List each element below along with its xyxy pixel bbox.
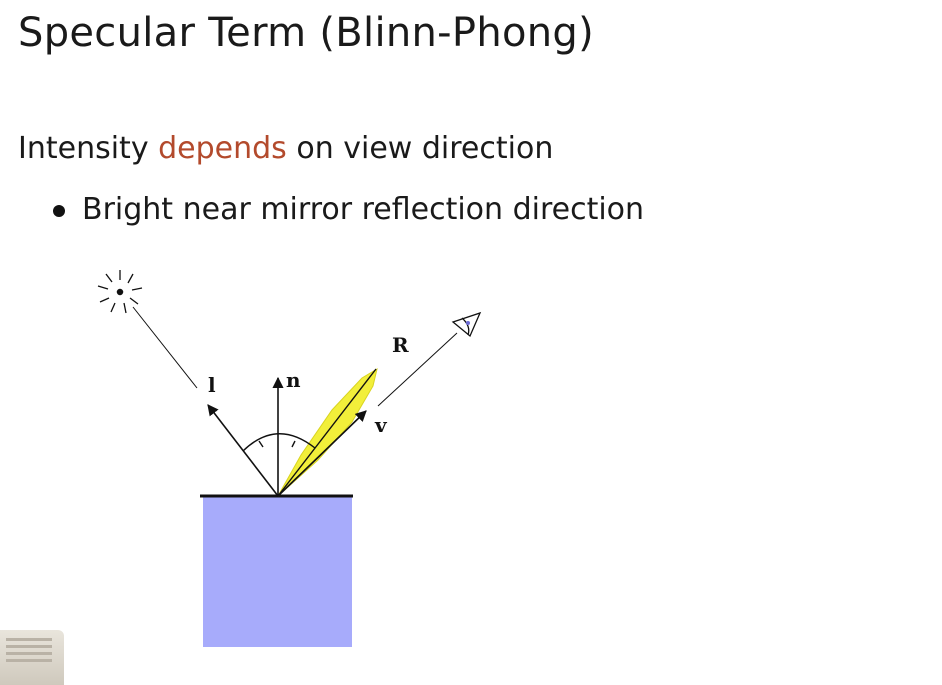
- reflection-vector: [277, 368, 377, 497]
- angle-arc: [242, 433, 316, 452]
- normal-vector-label: n: [286, 368, 301, 392]
- corner-thumbnail: [0, 630, 64, 685]
- bullet-list: Bright near mirror reflection direction: [50, 192, 644, 227]
- reflection-vector-label: R: [392, 333, 409, 357]
- eye-icon: [451, 311, 482, 338]
- angle-tick-left: [258, 440, 264, 448]
- light-ray: [132, 306, 198, 389]
- light-vector-label: l: [208, 373, 216, 397]
- light-source-icon: [97, 270, 143, 314]
- bullet-dot-icon: [53, 205, 65, 217]
- slide-title: Specular Term (Blinn-Phong): [18, 10, 594, 56]
- bullet-item: Bright near mirror reflection direction: [50, 192, 644, 227]
- intro-line: Intensity depends on view direction: [18, 131, 553, 166]
- intro-text-before: Intensity: [18, 131, 159, 166]
- view-ray: [377, 332, 458, 407]
- highlight-word: depends: [158, 131, 287, 166]
- surface-block: [203, 497, 352, 647]
- bullet-text: Bright near mirror reflection direction: [82, 192, 645, 227]
- view-vector-arrow: [277, 410, 367, 497]
- angle-tick-right: [291, 440, 296, 448]
- view-vector-label: v: [374, 413, 388, 437]
- intro-text-after: on view direction: [286, 131, 554, 166]
